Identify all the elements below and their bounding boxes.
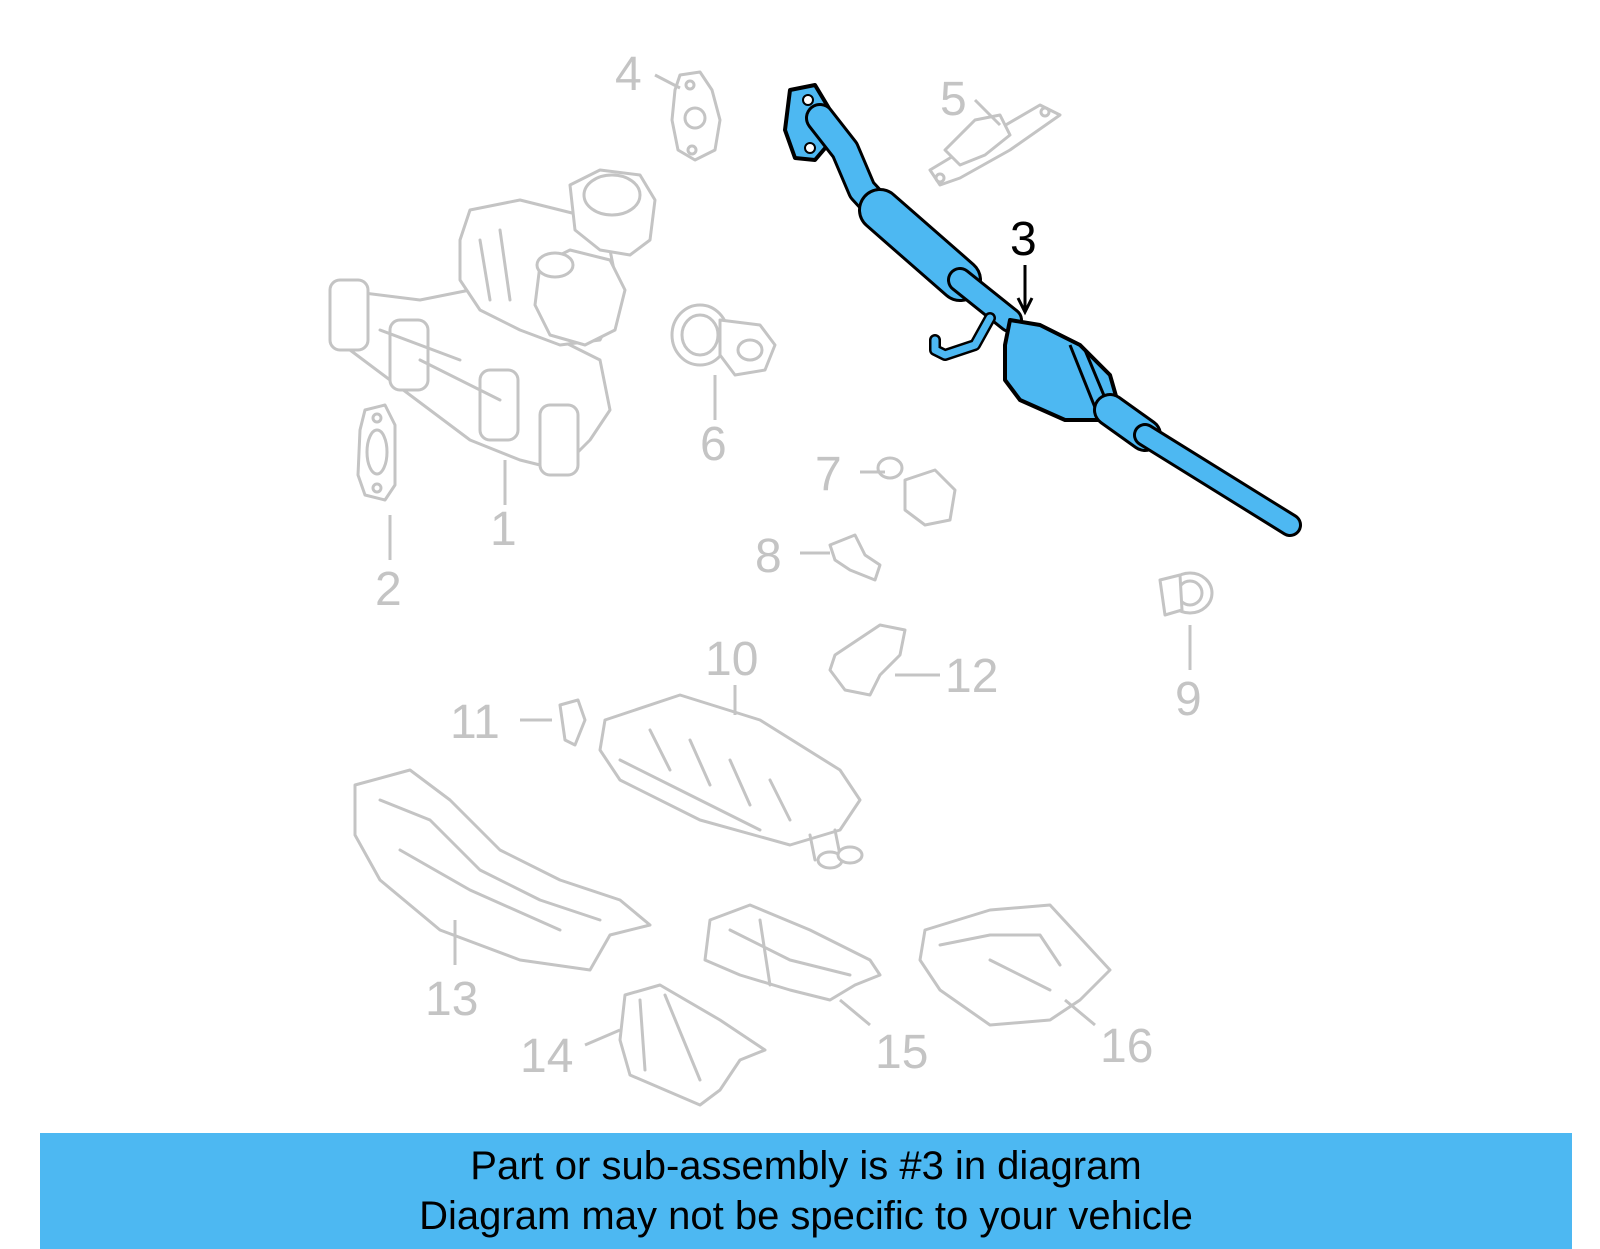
part-2-gasket[interactable] bbox=[356, 403, 397, 502]
callout-4: 4 bbox=[615, 48, 642, 101]
callout-6: 6 bbox=[700, 418, 727, 471]
callout-leaders bbox=[388, 73, 1192, 1047]
part-14-heat-shield[interactable] bbox=[618, 983, 767, 1107]
part-6-clamp[interactable] bbox=[670, 303, 777, 377]
callout-14: 14 bbox=[520, 1030, 573, 1083]
callout-2: 2 bbox=[375, 563, 402, 616]
part-11-hanger[interactable] bbox=[558, 698, 587, 747]
part-7-intermediate-pipe[interactable] bbox=[876, 456, 1135, 613]
part-1-turbo-manifold[interactable] bbox=[328, 168, 657, 477]
part-5-bracket[interactable] bbox=[928, 103, 1062, 187]
callout-9: 9 bbox=[1175, 673, 1202, 726]
banner-line-2: Diagram may not be specific to your vehi… bbox=[419, 1194, 1193, 1238]
callout-10: 10 bbox=[705, 633, 758, 686]
part-8-hanger[interactable] bbox=[828, 533, 882, 582]
part-3-catalytic-converter[interactable] bbox=[783, 83, 1302, 537]
part-13-heat-shield[interactable] bbox=[353, 768, 652, 972]
info-banner: Part or sub-assembly is #3 in diagram Di… bbox=[40, 1133, 1572, 1249]
callout-8: 8 bbox=[755, 530, 782, 583]
callout-7: 7 bbox=[815, 448, 842, 501]
callout-3: 3 bbox=[1010, 213, 1037, 266]
part-16-heat-shield[interactable] bbox=[918, 903, 1112, 1027]
part-9-clamp[interactable] bbox=[1158, 571, 1214, 617]
callout-11: 11 bbox=[450, 696, 500, 749]
callout-labels: 1 2 3 4 5 6 7 8 9 10 11 12 13 14 15 16 bbox=[375, 48, 1202, 1083]
callout-1: 1 bbox=[490, 503, 517, 556]
part-12-bracket[interactable] bbox=[828, 623, 907, 697]
part-10-muffler[interactable] bbox=[452, 642, 864, 870]
part-15-heat-shield[interactable] bbox=[703, 903, 882, 1002]
part-4-flange-gasket[interactable] bbox=[670, 70, 722, 162]
callout-13: 13 bbox=[425, 973, 478, 1026]
callout-16: 16 bbox=[1100, 1020, 1153, 1073]
callout-12: 12 bbox=[945, 650, 998, 703]
banner-line-1: Part or sub-assembly is #3 in diagram bbox=[470, 1144, 1142, 1188]
callout-5: 5 bbox=[940, 73, 967, 126]
callout-15: 15 bbox=[875, 1026, 928, 1079]
